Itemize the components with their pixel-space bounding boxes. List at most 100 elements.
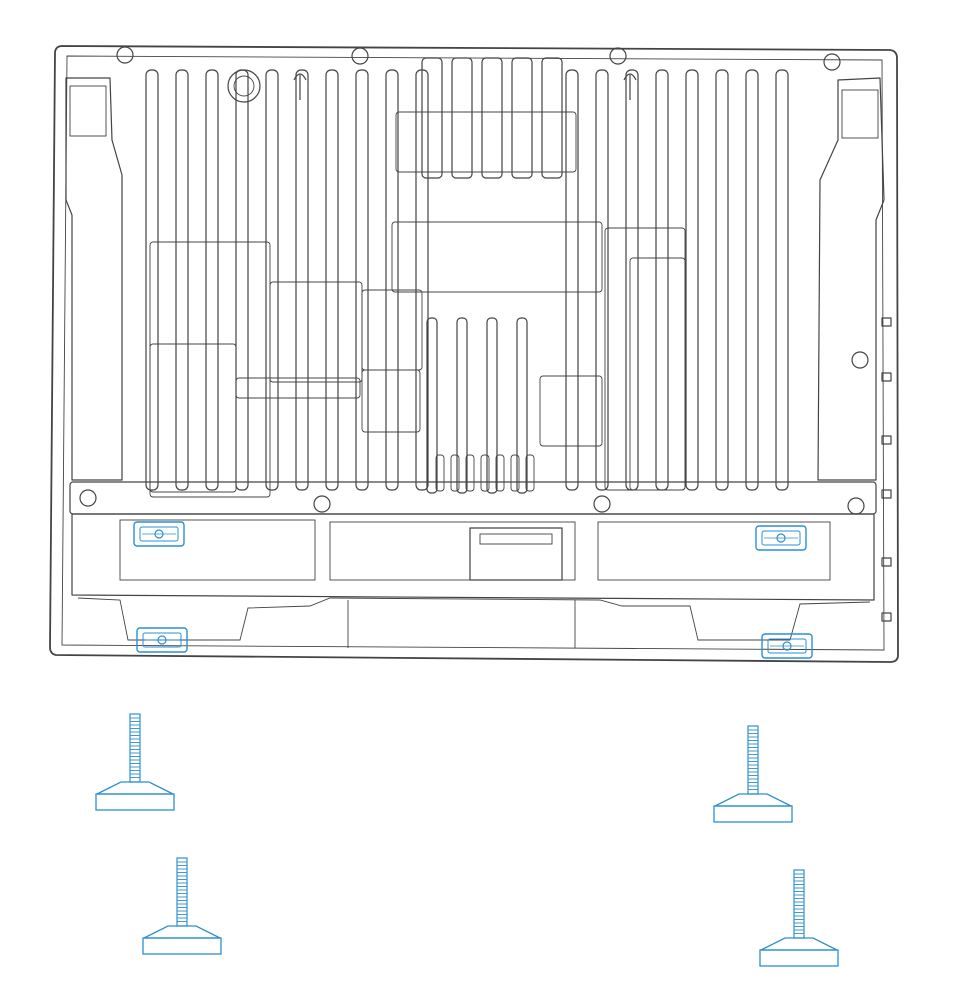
internal-block [629,257,686,491]
vent-fin-icon [565,69,579,491]
right-side-bracket [817,77,885,481]
vent-fin-icon [625,69,639,491]
vent-plug-inner [233,75,255,97]
mount-hole-icon [851,351,869,369]
internal-block [604,227,686,491]
clamp-installed-top-left [133,521,185,547]
clamp-foot-base [759,949,839,967]
tray-upper-box [71,513,875,601]
clamp-body [139,526,179,542]
tray-lower-contour [77,597,871,641]
internal-block [391,221,603,293]
mounting-clamp-icon [136,627,188,653]
left-side-bracket [65,77,123,481]
side-brackets [65,77,885,481]
vent-fin-icon [175,69,189,491]
edge-slot [881,489,892,499]
internal-blocks [149,73,686,498]
vent-plug [227,69,261,103]
center-lower-fin-block [426,317,535,494]
vent-fin-icon [510,454,520,492]
mount-holes [79,46,869,515]
keyhole [623,73,637,100]
vent-fin-icon [511,57,533,179]
loose-clamp-3 [142,857,222,955]
left-bracket-pocket [69,85,107,137]
vent-fin-icon [480,454,490,492]
vent-fin-icon [235,69,249,491]
mount-hole-icon [351,47,369,65]
housing-outline [49,45,899,663]
clamp-installed-bottom-right [761,633,813,659]
vent-fin-icon [451,57,473,179]
internal-block [395,111,577,173]
tray-cell [119,519,316,581]
loose-clamp-1 [95,713,175,811]
loose-clamp-2 [713,725,793,823]
internal-block [361,289,423,371]
clamp-foot-icon [143,925,221,939]
mount-hole-icon [823,53,841,71]
vent-fin-icon [456,317,468,494]
clamp-body [761,530,801,546]
vent-fin-icon [655,69,669,491]
vent-fin-icon [265,69,279,491]
clamp-installed-top-right [755,525,807,551]
right-bracket-pocket [841,89,879,139]
keyhole [293,73,307,100]
housing-inner-rim [61,55,885,651]
edge-slot [881,317,892,327]
vent-fin-icon [426,317,438,494]
clamp-foot-icon [760,937,838,951]
clamp-foot-icon [96,781,174,795]
mounting-clamp-icon [761,633,813,659]
vent-fin-icon [205,69,219,491]
vent-fin-icon [775,69,789,491]
internal-block [149,241,271,498]
mount-hole-icon [609,47,627,65]
vent-fin-icon [145,69,159,491]
tray-cell [329,521,576,581]
cooling-fins [145,57,789,494]
vent-fin-icon [385,69,399,491]
clamp-screw-icon [176,857,188,927]
edge-slot [881,557,892,567]
clamp-foot-icon [714,793,792,807]
vent-fin-icon [481,57,503,179]
tray-cell [597,521,831,581]
vent-fin-icon [525,454,535,492]
vent-fin-icon [495,454,505,492]
center-fin-block [421,57,563,179]
mount-hole-icon [79,489,97,507]
vent-fin-icon [516,317,528,494]
mount-hole-icon [593,495,611,513]
vent-fin-icon [325,69,339,491]
tray-latch [469,527,563,581]
vent-fin-icon [435,454,445,492]
vent-fin-icon [450,454,460,492]
vent-fin-icon [595,69,609,491]
edge-slot [881,612,892,622]
clamp-body [767,638,807,654]
clamp-foot-base [95,793,175,811]
edge-slots [881,317,892,622]
lower-tray [69,481,877,648]
clamp-body [142,632,182,648]
vent-fin-icon [715,69,729,491]
vent-fin-icon [465,454,475,492]
mount-hole-icon [313,495,331,513]
mount-hole-icon [116,46,134,64]
vent-fin-icon [421,57,443,179]
tray-ledge [69,481,877,515]
vent-fin-icon [745,69,759,491]
housing [49,45,899,663]
internal-block [269,281,363,383]
mounting-clamp-icon [133,521,185,547]
edge-slot [881,372,892,382]
internal-block [361,369,421,433]
clamp-foot-base [713,805,793,823]
mount-hole-icon [847,497,865,515]
vent-fin-icon [486,317,498,494]
loose-clamp-4 [759,869,839,967]
